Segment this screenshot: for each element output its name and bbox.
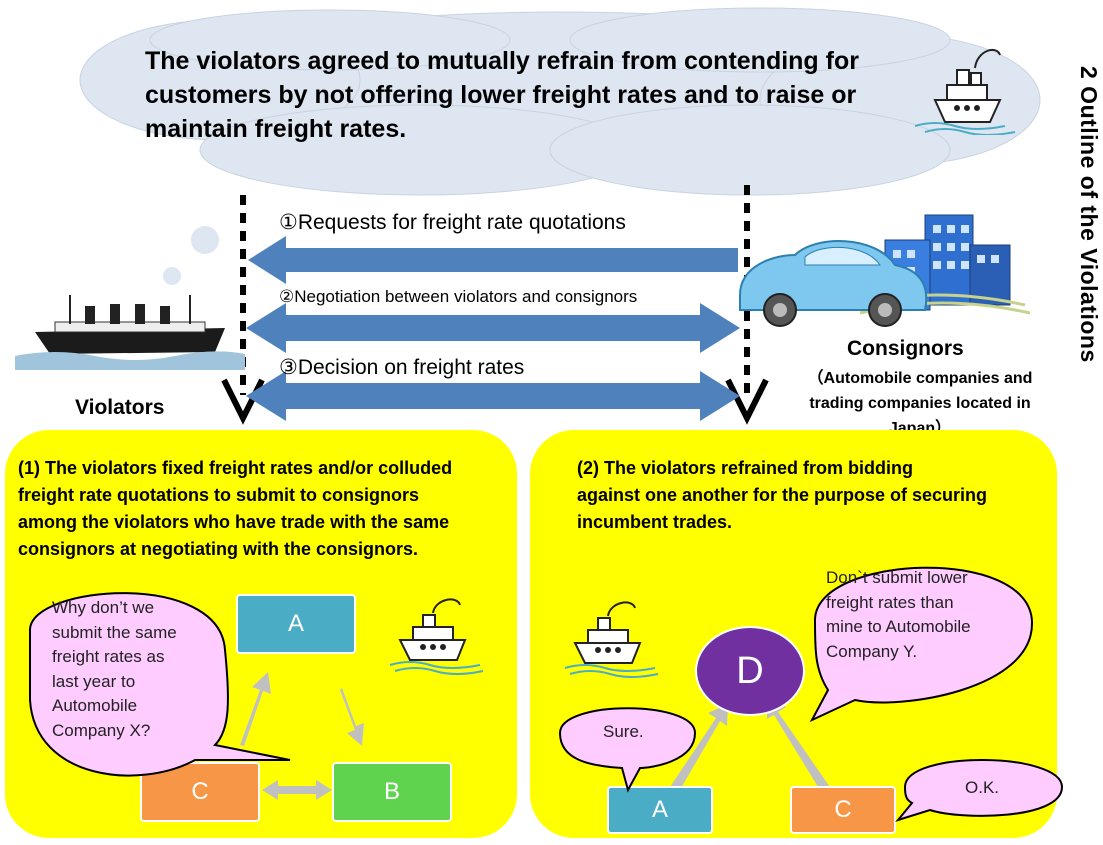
panel2-line1: (2) The violators refrained from bidding — [577, 458, 914, 478]
panel2-line2: against one another for the purpose of s… — [577, 485, 988, 505]
panel2-speech-d-line1: Don`t submit lower — [826, 568, 968, 587]
panel2-speech-sure-text: Sure. — [603, 722, 644, 741]
arrow-requests — [248, 236, 738, 284]
consignors-desc-line2: trading companies located in — [809, 395, 1031, 412]
car-buildings-icon — [739, 214, 1031, 327]
panel-bid-rigging-text: (2) The violators refrained from bidding… — [577, 455, 1047, 536]
panel1-box-a: A — [236, 594, 356, 654]
consignors-label: Consignors — [847, 337, 964, 360]
panel2-ship-icon — [564, 601, 659, 678]
arrow-label-decision: ③Decision on freight rates — [279, 356, 525, 379]
panel1-speech-line3: freight rates as — [52, 647, 165, 666]
panel2-speech-d-line4: Company Y. — [826, 641, 918, 661]
consignors-desc-line1: （Automobile companies and — [807, 370, 1033, 387]
arrow-negotiation — [246, 303, 740, 353]
panel2-circle-d: D — [695, 626, 805, 716]
panel-price-fixing-text: (1) The violators fixed freight rates an… — [18, 455, 518, 563]
panel1-line3: among the violators who have trade with … — [18, 512, 450, 532]
speech-bubble-d — [809, 566, 1034, 723]
panel1-ship-icon — [389, 598, 484, 675]
panel2-box-a: A — [607, 786, 713, 834]
ocean-liner-icon — [15, 295, 245, 370]
panel1-speech-text: Why don’t we submit the same freight rat… — [52, 596, 177, 743]
arrow-label-negotiation: ②Negotiation between violators and consi… — [279, 287, 638, 306]
panel2-box-c: C — [790, 786, 896, 834]
panel2-circle-d-label: D — [736, 649, 764, 692]
cloud-statement: The violators agreed to mutually refrain… — [145, 47, 859, 143]
ship-icon — [914, 48, 1016, 135]
panel1-box-b: B — [332, 762, 452, 822]
panel1-speech-line4: last year to — [52, 671, 136, 691]
panel1-line1: (1) The violators fixed freight rates an… — [18, 458, 453, 478]
panel1-line2: freight rate quotations to submit to con… — [18, 485, 420, 505]
panel1-speech-line6: Company X? — [52, 720, 151, 740]
arrow-label-requests: ①Requests for freight rate quotations — [279, 211, 626, 234]
panel1-speech-line1: Why don’t we — [52, 598, 155, 617]
panel1-line4: consignors at negotiating with the consi… — [18, 539, 419, 559]
panel1-speech-line2: submit the same — [52, 622, 177, 642]
panel2-speech-ok-text: O.K. — [965, 778, 1000, 797]
arrow-decision — [246, 371, 740, 421]
panel2-speech-d-line3: mine to Automobile — [826, 617, 971, 636]
panel2-line3: incumbent trades. — [577, 512, 733, 532]
speech-bubble-ok — [895, 759, 1064, 822]
speech-bubble-sure — [558, 707, 697, 793]
panel2-speech-d-line2: freight rates than — [826, 592, 954, 612]
panel2-speech-d-text: Don`t submit lower freight rates than mi… — [826, 566, 971, 664]
panel1-speech-line5: Automobile — [52, 696, 138, 715]
violators-label: Violators — [75, 396, 165, 419]
